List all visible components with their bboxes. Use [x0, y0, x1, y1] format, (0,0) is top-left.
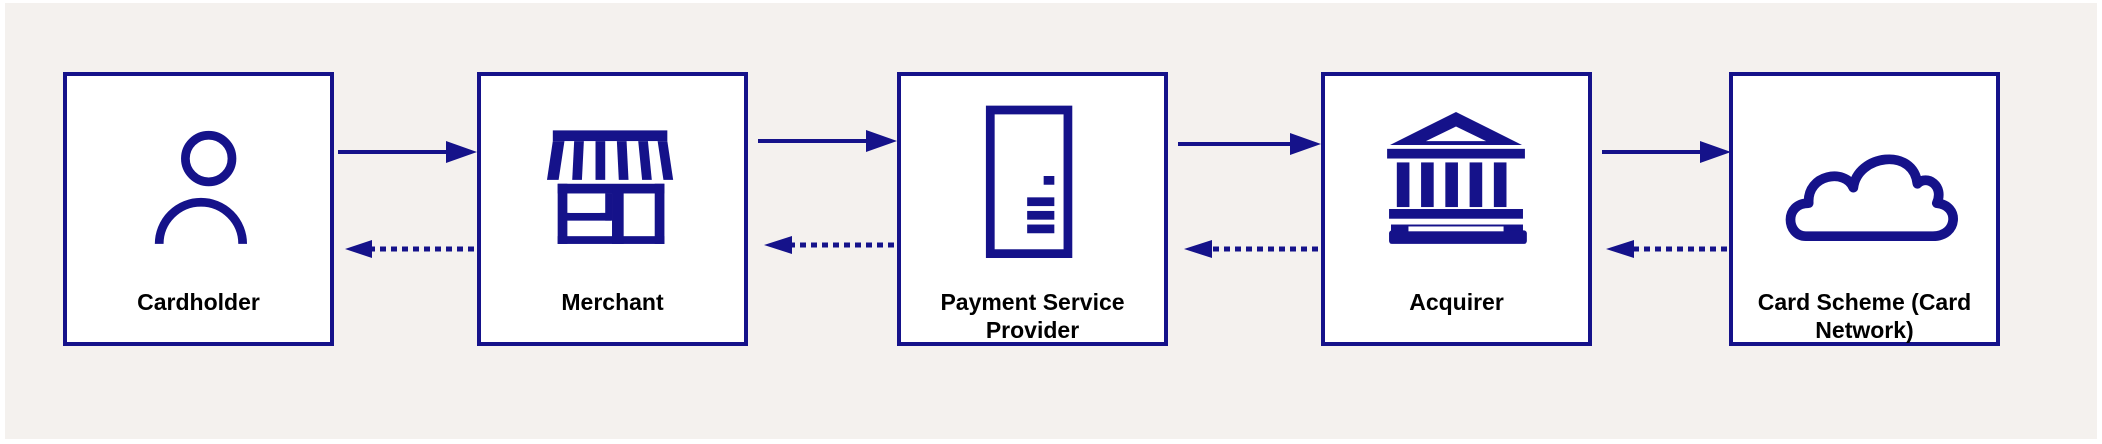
edge-merchant-psp: [758, 130, 897, 152]
node-psp: Payment Service Provider: [897, 72, 1168, 346]
node-acquirer: Acquirer: [1321, 72, 1592, 346]
payment-terminal-icon: [985, 105, 1073, 259]
cloud-icon: [1785, 154, 1958, 242]
edge-scheme-acquirer: [1606, 240, 1727, 258]
edge-acquirer-scheme: [1602, 141, 1731, 163]
edge-cardholder-merchant: [338, 141, 477, 163]
node-scheme: Card Scheme (Card Network): [1729, 72, 2000, 346]
node-cardholder: Cardholder: [63, 72, 334, 346]
edge-acquirer-psp: [1184, 240, 1318, 258]
edge-merchant-cardholder: [345, 240, 474, 258]
edge-psp-acquirer: [1178, 133, 1321, 155]
node-label: Card Scheme (Card Network): [1757, 289, 1972, 343]
storefront-icon: [546, 130, 674, 244]
node-merchant: Merchant: [477, 72, 748, 346]
node-label: Merchant: [561, 289, 664, 315]
person-icon: [154, 130, 248, 245]
node-label: Acquirer: [1409, 289, 1504, 315]
node-label: Payment Service Provider: [940, 289, 1125, 343]
node-label: Cardholder: [137, 289, 260, 315]
bank-icon: [1387, 111, 1527, 244]
edge-psp-merchant: [764, 236, 894, 254]
